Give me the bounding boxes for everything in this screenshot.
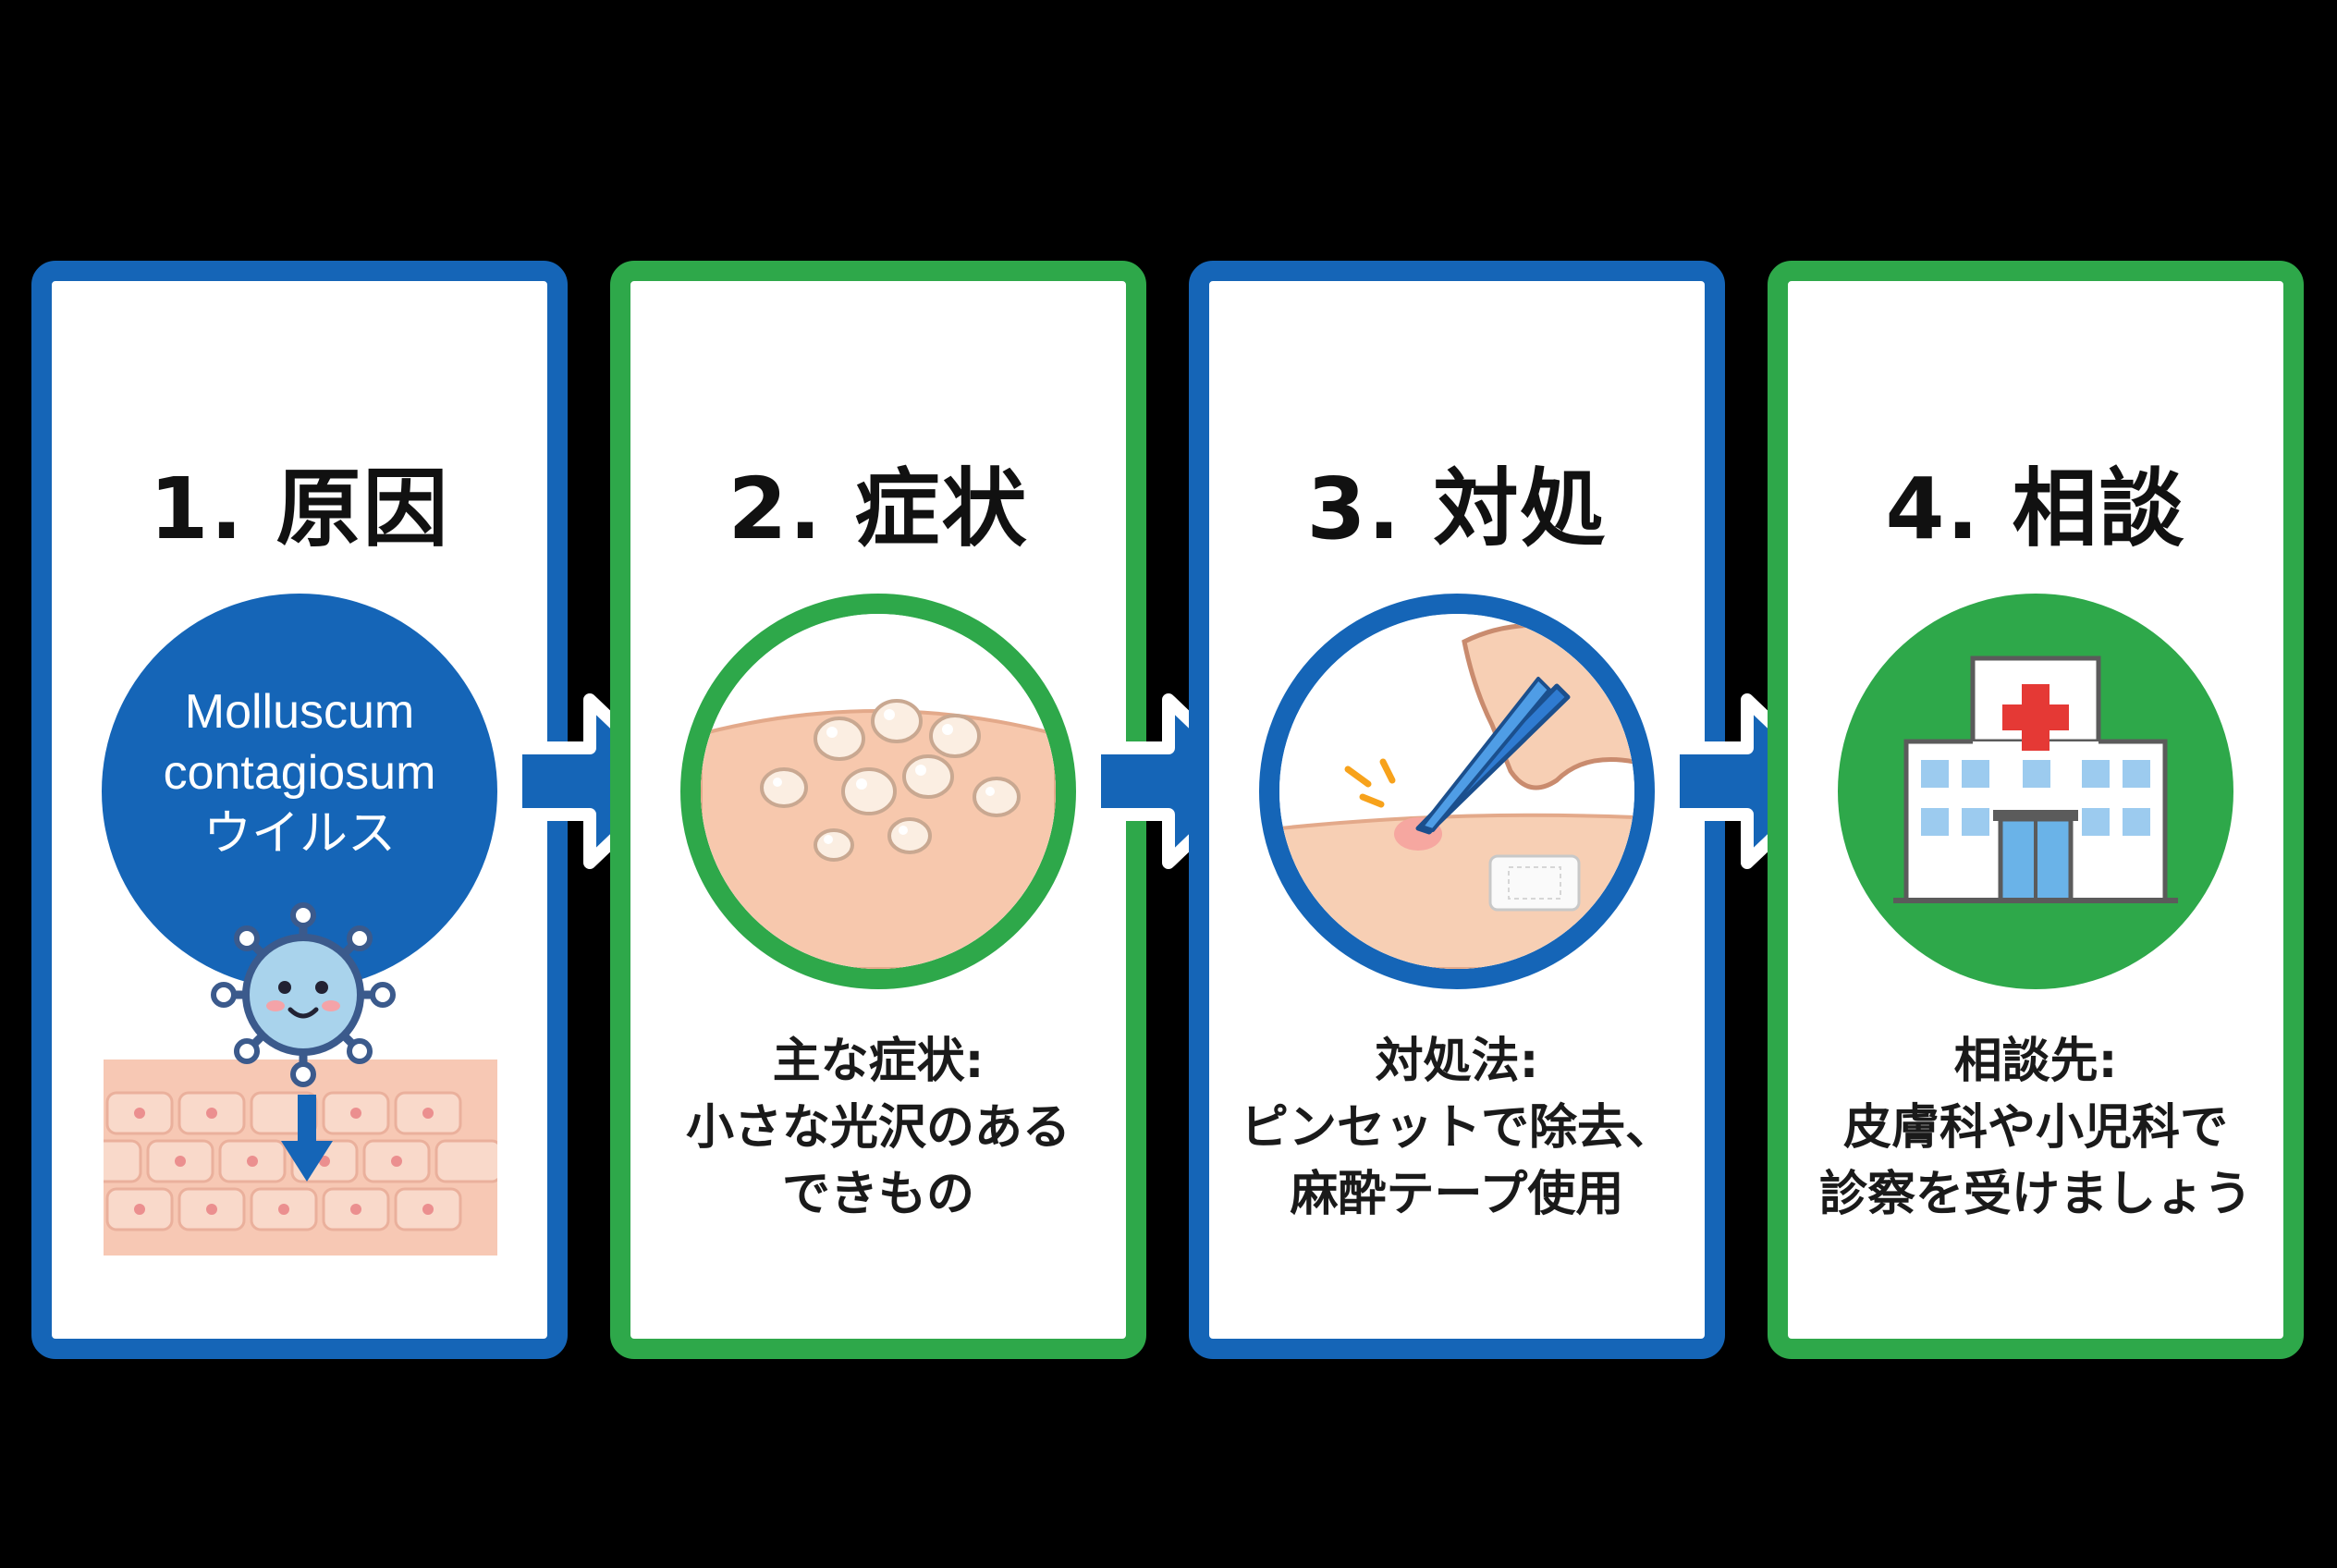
symptom-line1: 主な症状: (772, 1034, 985, 1089)
treatment-line2: ピンセットで除去、 (1240, 1100, 1673, 1156)
step-card-symptoms: 2. 症状 主な症状: 小さな光沢のある できもの (610, 261, 1146, 1359)
bandage-icon (1488, 854, 1581, 912)
hospital-circle (1838, 594, 2233, 989)
virus-name-line3: ウイルス (202, 807, 396, 861)
consultation-description: 相談先: 皮膚科や小児科で 診察を受けましょう (1788, 1028, 2283, 1228)
tweezers-icon (1279, 614, 1634, 969)
step-title-cause: 1. 原因 (149, 459, 450, 558)
treatment-line1: 対処法: (1375, 1034, 1539, 1089)
step-card-cause: 1. 原因 Molluscum contagiosum ウイルス (31, 261, 568, 1359)
step-card-consultation: 4. 相談 相談先: 皮膚科や小児科で 診察を受けましょう (1768, 261, 2304, 1359)
step-title-consultation: 4. 相談 (1885, 459, 2186, 558)
treatment-circle (1259, 594, 1655, 989)
treatment-description: 対処法: ピンセットで除去、 麻酔テープ使用 (1209, 1028, 1705, 1228)
treatment-line3: 麻酔テープ使用 (1290, 1167, 1624, 1222)
consultation-line1: 相談先: (1953, 1034, 2118, 1089)
down-arrow-icon (281, 1095, 333, 1182)
hospital-icon (1893, 655, 2178, 903)
step-card-treatment: 3. 対処 対処法: ピンセットで除去、 麻酔テープ使用 (1189, 261, 1725, 1359)
symptom-description: 主な症状: 小さな光沢のある できもの (630, 1028, 1126, 1228)
virus-name-line2: contagiosum (163, 746, 436, 800)
symptom-line3: できもの (781, 1167, 974, 1222)
step-title-symptoms: 2. 症状 (728, 459, 1029, 558)
consultation-line2: 皮膚科や小児科で (1842, 1100, 2228, 1156)
virus-name: Molluscum contagiosum ウイルス (102, 681, 497, 864)
step-title-treatment: 3. 対処 (1306, 459, 1608, 558)
symptom-line2: 小さな光沢のある (685, 1100, 1071, 1156)
skin-bumps-icon (701, 614, 1056, 969)
symptom-circle (680, 594, 1076, 989)
virus-name-line1: Molluscum (184, 685, 415, 739)
consultation-line3: 診察を受けましょう (1818, 1167, 2252, 1222)
virus-icon (211, 902, 396, 1087)
